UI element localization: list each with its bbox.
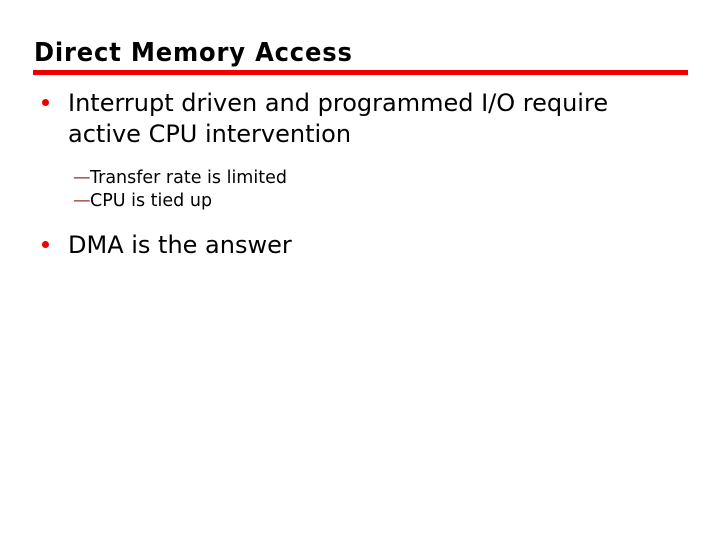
round-bullet-icon xyxy=(42,99,49,106)
slide-body: Interrupt driven and programmed I/O requ… xyxy=(0,88,720,261)
sub-bullet-item: — CPU is tied up xyxy=(0,190,720,213)
em-dash-icon: — xyxy=(73,168,91,189)
spacer xyxy=(0,214,720,230)
bullet-item-primary: Interrupt driven and programmed I/O requ… xyxy=(0,88,720,150)
sub-bullet-list: — Transfer rate is limited — CPU is tied… xyxy=(0,167,720,213)
round-bullet-icon xyxy=(42,240,49,248)
title-underline-rule xyxy=(33,70,688,75)
sub-bullet-text: Transfer rate is limited xyxy=(90,168,287,189)
bullet-text: Interrupt driven and programmed I/O requ… xyxy=(68,89,609,149)
em-dash-icon: — xyxy=(73,191,91,212)
sub-bullet-item: — Transfer rate is limited xyxy=(0,167,720,190)
sub-bullet-text: CPU is tied up xyxy=(90,191,213,212)
bullet-text: DMA is the answer xyxy=(68,230,292,259)
spacer xyxy=(0,150,720,167)
page-title: Direct Memory Access xyxy=(34,38,353,68)
bullet-item-primary: DMA is the answer xyxy=(0,230,720,261)
